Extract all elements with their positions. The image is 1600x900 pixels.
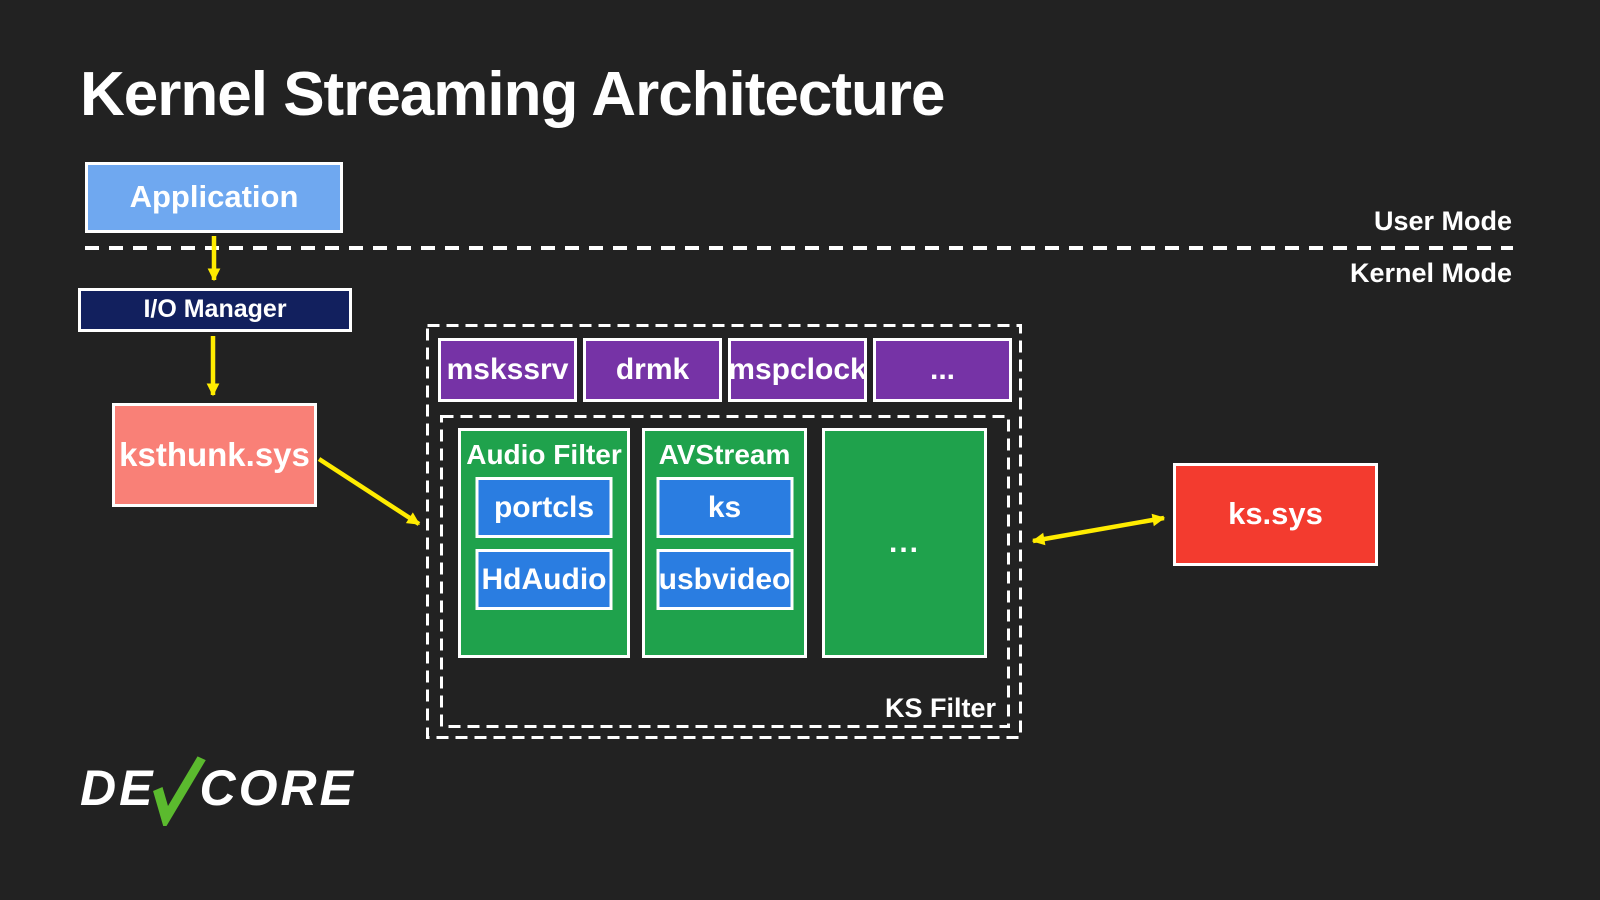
component-label: mskssrv — [446, 353, 569, 386]
kernel-mode-label: Kernel Mode — [1349, 258, 1512, 288]
driver-box-hdaudio: HdAudio — [475, 549, 613, 610]
logo-text-prefix: DE — [80, 760, 156, 816]
component-box-mskssrv: mskssrv — [438, 338, 577, 402]
group-title: ... — [888, 526, 920, 559]
avstream-group: AVStream ks usbvideo — [642, 428, 807, 658]
component-box-drmk: drmk — [583, 338, 722, 402]
driver-label: usbvideo — [658, 562, 791, 596]
ksthunk-label: ksthunk.sys — [119, 435, 310, 473]
ks-sys-label: ks.sys — [1228, 496, 1323, 532]
audio-filter-group: Audio Filter portcls HdAudio — [458, 428, 630, 658]
driver-label: HdAudio — [481, 562, 607, 596]
application-box: Application — [85, 162, 343, 233]
ellipsis-group: ... — [822, 428, 987, 658]
user-mode-label: User Mode — [1373, 206, 1512, 236]
devcore-logo: DE CORE — [80, 752, 356, 826]
driver-box-portcls: portcls — [475, 477, 613, 538]
driver-label: ks — [707, 490, 742, 524]
logo-text-suffix: CORE — [199, 760, 356, 816]
ksthunk-box: ksthunk.sys — [112, 403, 317, 507]
component-label: drmk — [615, 353, 690, 386]
io-manager-label: I/O Manager — [143, 295, 287, 324]
driver-box-ks: ks — [656, 477, 793, 538]
component-label: mspclock — [728, 353, 867, 386]
component-label: ... — [929, 353, 955, 386]
page-title: Kernel Streaming Architecture — [80, 60, 946, 129]
arrow-ksfilter-kssys-bidirectional — [1031, 513, 1166, 546]
group-title: Audio Filter — [466, 439, 622, 470]
io-manager-box: I/O Manager — [78, 288, 352, 332]
application-label: Application — [129, 179, 299, 215]
group-title: AVStream — [658, 439, 791, 470]
driver-box-usbvideo: usbvideo — [656, 549, 793, 610]
component-box-ellipsis: ... — [873, 338, 1012, 402]
ks-filter-label: KS Filter — [884, 693, 996, 723]
ks-sys-box: ks.sys — [1173, 463, 1378, 566]
arrow-ksthunk-to-ksfilter — [317, 457, 421, 526]
driver-label: portcls — [493, 490, 595, 524]
logo-check-icon — [153, 756, 207, 826]
component-box-mspclock: mspclock — [728, 338, 867, 402]
